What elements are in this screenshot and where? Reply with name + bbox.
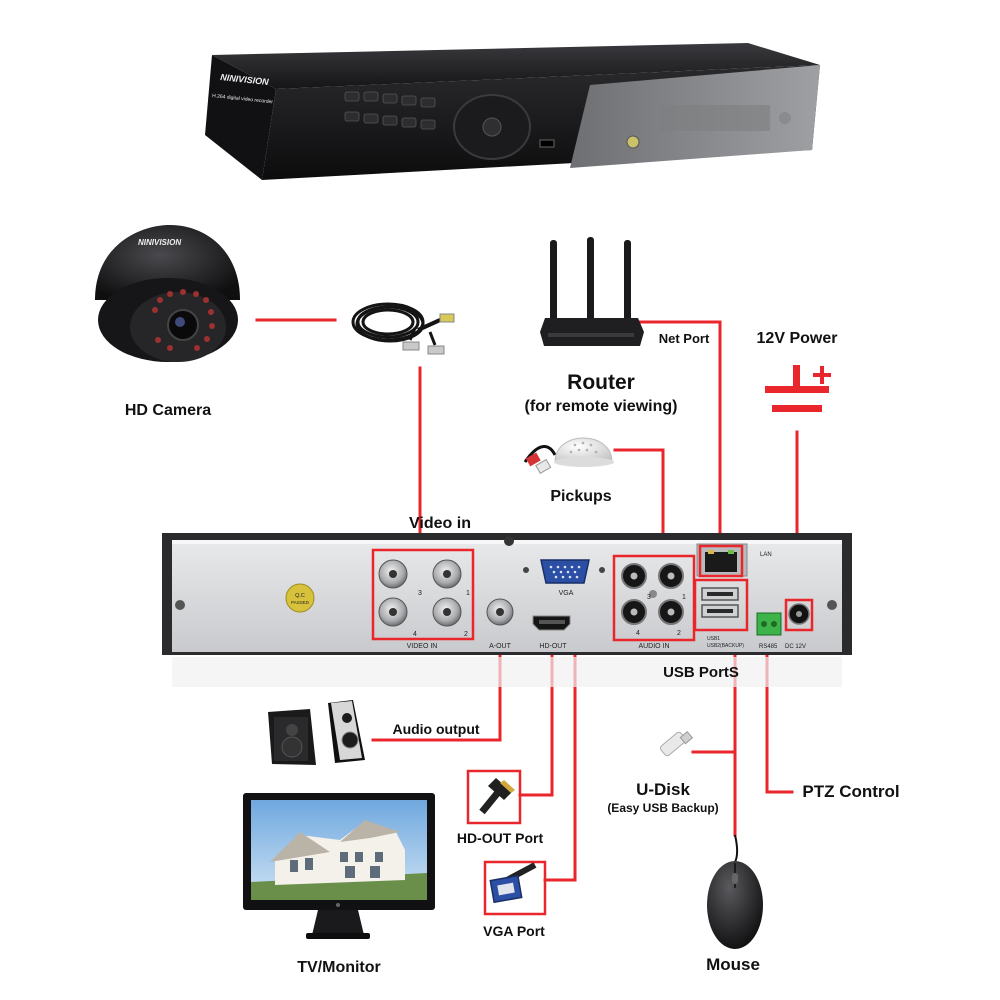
- line-rs485-to-ptz: [765, 633, 794, 794]
- audio-ch2: 2: [677, 630, 681, 637]
- highlight-vga-port: [483, 860, 547, 916]
- label-pickups: Pickups: [550, 488, 611, 505]
- camera-logo: NINIVISION: [138, 238, 181, 247]
- a-out-panel-label: A-OUT: [489, 643, 512, 650]
- hdmi-cable: [479, 778, 515, 815]
- label-router-sub: (for remote viewing): [525, 398, 678, 415]
- pickup-microphone: [523, 437, 614, 475]
- hd-camera: NINIVISION: [95, 225, 240, 362]
- highlight-usb: [693, 578, 749, 632]
- line-vga-to-vgaport: [543, 596, 577, 882]
- label-router: Router: [567, 371, 635, 394]
- video-ch1: 1: [466, 590, 470, 597]
- audio-in-panel-label: AUDIO IN: [638, 643, 669, 650]
- line-hdout-to-hdmi: [518, 638, 554, 797]
- label-video-in: Video in: [409, 515, 471, 532]
- audio-in-connectors: [621, 563, 684, 625]
- dvr-front-buttons: [344, 91, 436, 130]
- video-in-connectors: [378, 559, 462, 627]
- label-ptz-control: PTZ Control: [802, 782, 899, 801]
- dvr-front-usb: [539, 139, 555, 148]
- vga-panel-label: VGA: [559, 590, 574, 597]
- label-mouse: Mouse: [706, 955, 760, 974]
- lan-port: [705, 552, 737, 572]
- usb2-panel-label: USB2(BACKUP): [707, 643, 744, 649]
- rs485-panel-label: RS485: [759, 644, 778, 650]
- dc-panel-label: DC 12V: [785, 644, 806, 650]
- qc-label: Q.C: [295, 593, 305, 599]
- label-usb-ports: USB PortS: [663, 664, 739, 681]
- label-tv-monitor: TV/Monitor: [297, 959, 381, 976]
- highlight-dc: [784, 598, 814, 632]
- passed-label: PASSED: [291, 600, 310, 605]
- rs485-terminal: [756, 612, 782, 636]
- label-audio-output: Audio output: [392, 721, 479, 737]
- audio-ch1: 1: [682, 594, 686, 601]
- highlight-boxes: [371, 544, 814, 916]
- label-vga-port: VGA Port: [483, 923, 545, 939]
- highlight-hdmi-port: [466, 769, 522, 825]
- callout-labels: HD Camera Net Port 12V Power Router (for…: [125, 330, 900, 976]
- line-router-to-lan: [618, 320, 722, 548]
- highlight-video-in: [371, 548, 475, 641]
- hd-out-panel-label: HD-OUT: [539, 643, 567, 650]
- audio-ch3: 3: [647, 594, 651, 601]
- dvr-unit: NINIVISION H.264 digital video recorder: [205, 43, 820, 180]
- label-u-disk: U-Disk: [636, 780, 690, 799]
- video-ch2: 2: [464, 631, 468, 638]
- label-hd-out-port: HD-OUT Port: [457, 830, 544, 846]
- label-net-port: Net Port: [659, 331, 710, 346]
- label-hd-camera: HD Camera: [125, 402, 211, 419]
- audio-ch4: 4: [636, 630, 640, 637]
- qc-sticker: [285, 583, 315, 613]
- video-ch3: 3: [418, 590, 422, 597]
- tv-monitor: [243, 793, 435, 939]
- vga-connector: [540, 559, 590, 584]
- highlight-lan: [698, 544, 744, 578]
- video-in-panel-label: VIDEO IN: [407, 643, 438, 650]
- mouse: [707, 834, 763, 949]
- vga-cable: [489, 862, 537, 904]
- bnc-cable: [351, 302, 455, 355]
- rear-panel: Q.C PASSED 3 1 4 2 VIDEO IN A-OUT VGA HD…: [162, 533, 852, 655]
- label-u-disk-sub: (Easy USB Backup): [607, 801, 718, 815]
- u-disk: [659, 731, 694, 757]
- line-pickups-to-audio-in: [613, 448, 665, 557]
- usb1-panel-label: USB1: [707, 636, 720, 642]
- speakers: [268, 700, 365, 765]
- label-12v-power: 12V Power: [757, 330, 838, 347]
- power-symbol: [765, 365, 831, 412]
- lan-panel-label: LAN: [760, 552, 772, 558]
- router: [540, 237, 644, 346]
- video-ch4: 4: [413, 631, 417, 638]
